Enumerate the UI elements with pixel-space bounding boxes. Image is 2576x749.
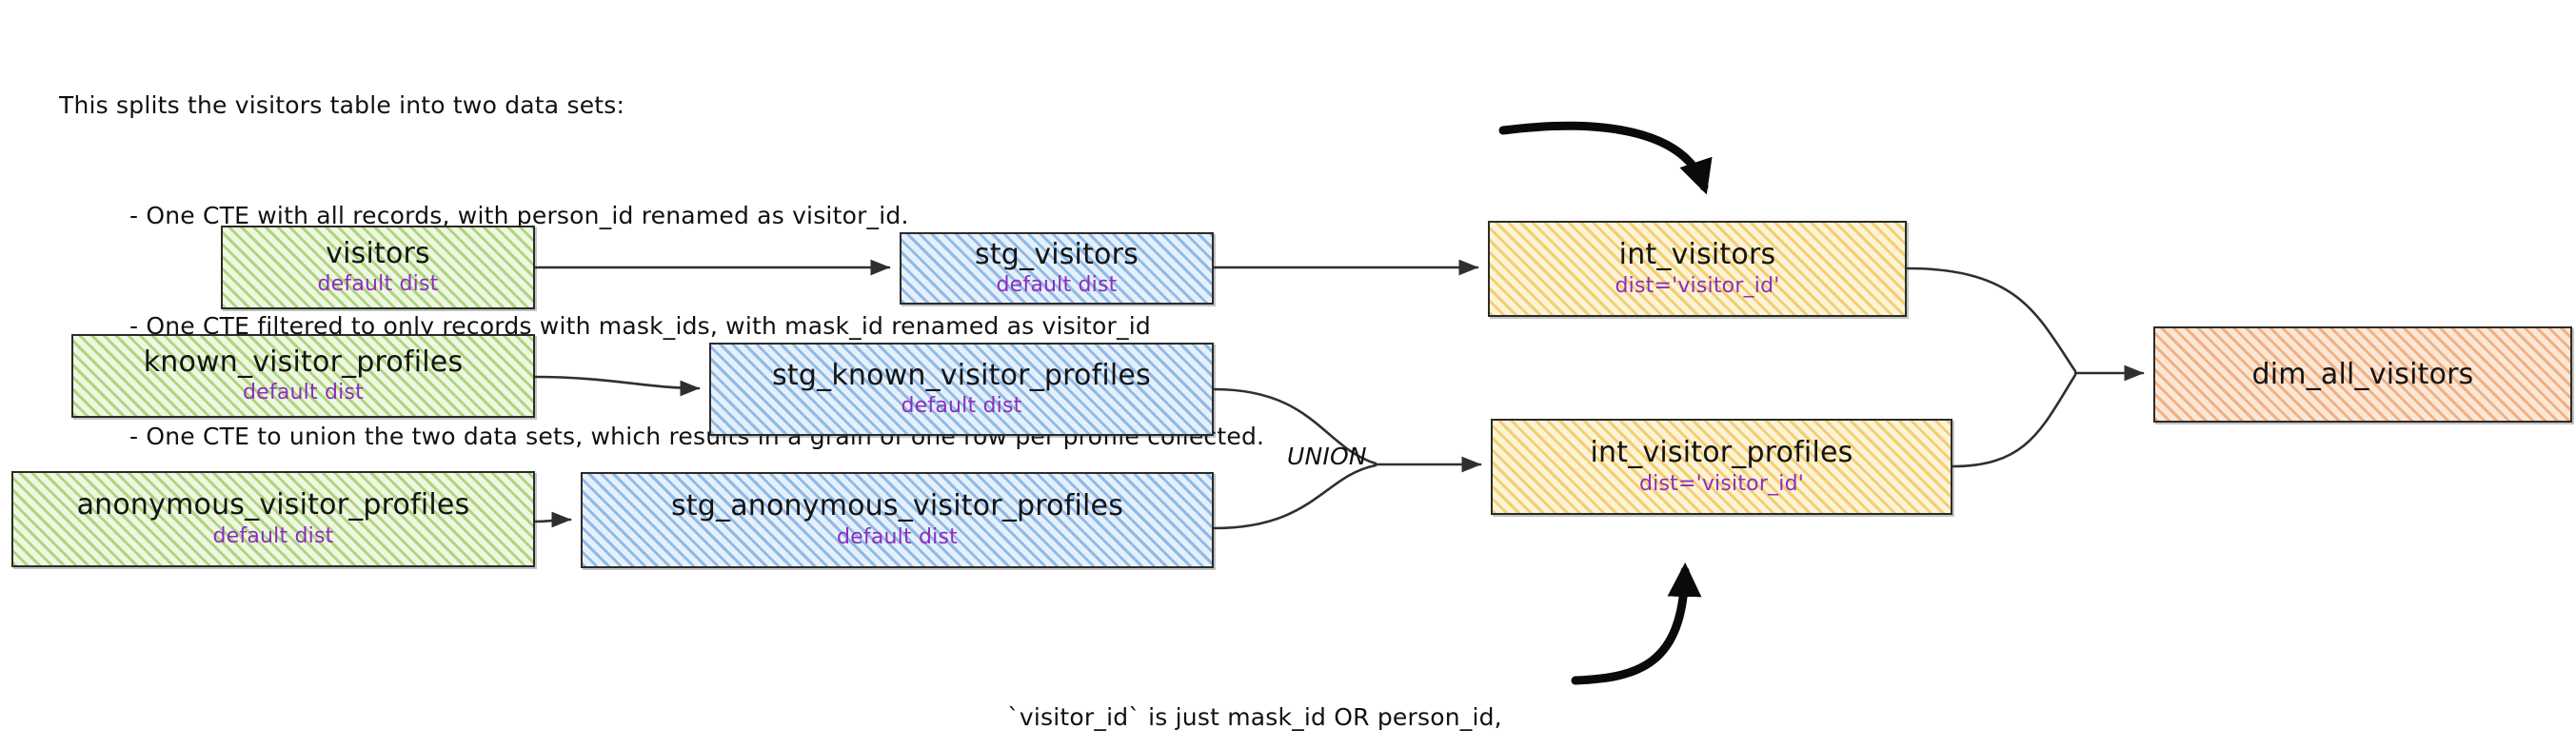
node-stg-known-visitor-profiles-title: stg_known_visitor_profiles xyxy=(772,358,1151,392)
top-annotation-line-1: This splits the visitors table into two … xyxy=(59,90,625,119)
node-stg-anonymous-visitor-profiles-title: stg_anonymous_visitor_profiles xyxy=(670,489,1124,523)
callout-arrow-bottom xyxy=(1571,562,1702,685)
node-known-visitor-profiles[interactable]: known_visitor_profiles default dist xyxy=(71,334,535,418)
node-int-visitors-dist: dist='visitor_id' xyxy=(1615,273,1780,298)
node-int-visitors-title: int_visitors xyxy=(1618,238,1776,272)
edge-int-visitors-to-dim-all-visitors xyxy=(1905,266,2077,373)
node-int-visitor-profiles-dist: dist='visitor_id' xyxy=(1638,471,1804,496)
bottom-annotation: `visitor_id` is just mask_id OR person_i… xyxy=(941,628,1569,749)
node-anonymous-visitor-profiles-title: anonymous_visitor_profiles xyxy=(76,488,470,522)
node-known-visitor-profiles-title: known_visitor_profiles xyxy=(143,345,464,379)
node-stg-visitors-dist: default dist xyxy=(996,273,1118,298)
node-stg-anonymous-visitor-profiles[interactable]: stg_anonymous_visitor_profiles default d… xyxy=(581,472,1214,568)
node-anonymous-visitor-profiles[interactable]: anonymous_visitor_profiles default dist xyxy=(11,471,535,567)
node-stg-known-visitor-profiles-dist: default dist xyxy=(901,394,1022,419)
node-dim-all-visitors-title: dim_all_visitors xyxy=(2251,357,2474,391)
node-int-visitors[interactable]: int_visitors dist='visitor_id' xyxy=(1488,221,1907,317)
node-stg-known-visitor-profiles[interactable]: stg_known_visitor_profiles default dist xyxy=(709,343,1214,436)
node-stg-visitors[interactable]: stg_visitors default dist xyxy=(900,232,1214,305)
node-anonymous-visitor-profiles-dist: default dist xyxy=(212,523,334,548)
node-visitors[interactable]: visitors default dist xyxy=(221,226,535,309)
node-visitors-dist: default dist xyxy=(317,272,439,297)
node-known-visitor-profiles-dist: default dist xyxy=(243,381,364,405)
node-dim-all-visitors[interactable]: dim_all_visitors xyxy=(2153,326,2572,423)
union-label: UNION xyxy=(1287,443,1367,470)
node-stg-visitors-title: stg_visitors xyxy=(975,237,1139,271)
node-stg-anonymous-visitor-profiles-dist: default dist xyxy=(837,524,958,549)
node-int-visitor-profiles-title: int_visitor_profiles xyxy=(1590,436,1853,470)
top-annotation-line-2: - One CTE with all records, with person_… xyxy=(129,201,909,229)
node-int-visitor-profiles[interactable]: int_visitor_profiles dist='visitor_id' xyxy=(1491,419,1952,515)
edge-int-visitor-profiles-to-dim-all-visitors xyxy=(1951,373,2077,468)
node-visitors-title: visitors xyxy=(326,236,430,270)
bottom-annotation-line-1: `visitor_id` is just mask_id OR person_i… xyxy=(1007,703,1502,731)
callout-arrow-top xyxy=(1498,121,1713,195)
